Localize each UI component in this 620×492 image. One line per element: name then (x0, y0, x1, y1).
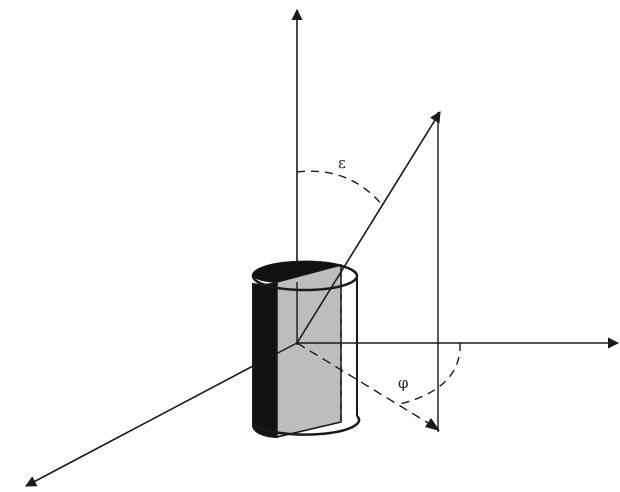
ground-projection (296, 342, 439, 430)
ground-projection-arrowhead (425, 418, 440, 431)
azimuth-arc (399, 342, 461, 405)
elevation-arc (296, 170, 384, 207)
cylinder-top-dark-half (252, 260, 343, 283)
depth-axis-hidden (252, 342, 298, 367)
depth-axis (25, 365, 254, 487)
direction-vector (296, 111, 441, 344)
elevation-label: ε (338, 154, 346, 172)
cylinder-bottom-arc (252, 415, 361, 436)
azimuth-label: φ (398, 374, 409, 392)
cylinder (251, 260, 361, 439)
